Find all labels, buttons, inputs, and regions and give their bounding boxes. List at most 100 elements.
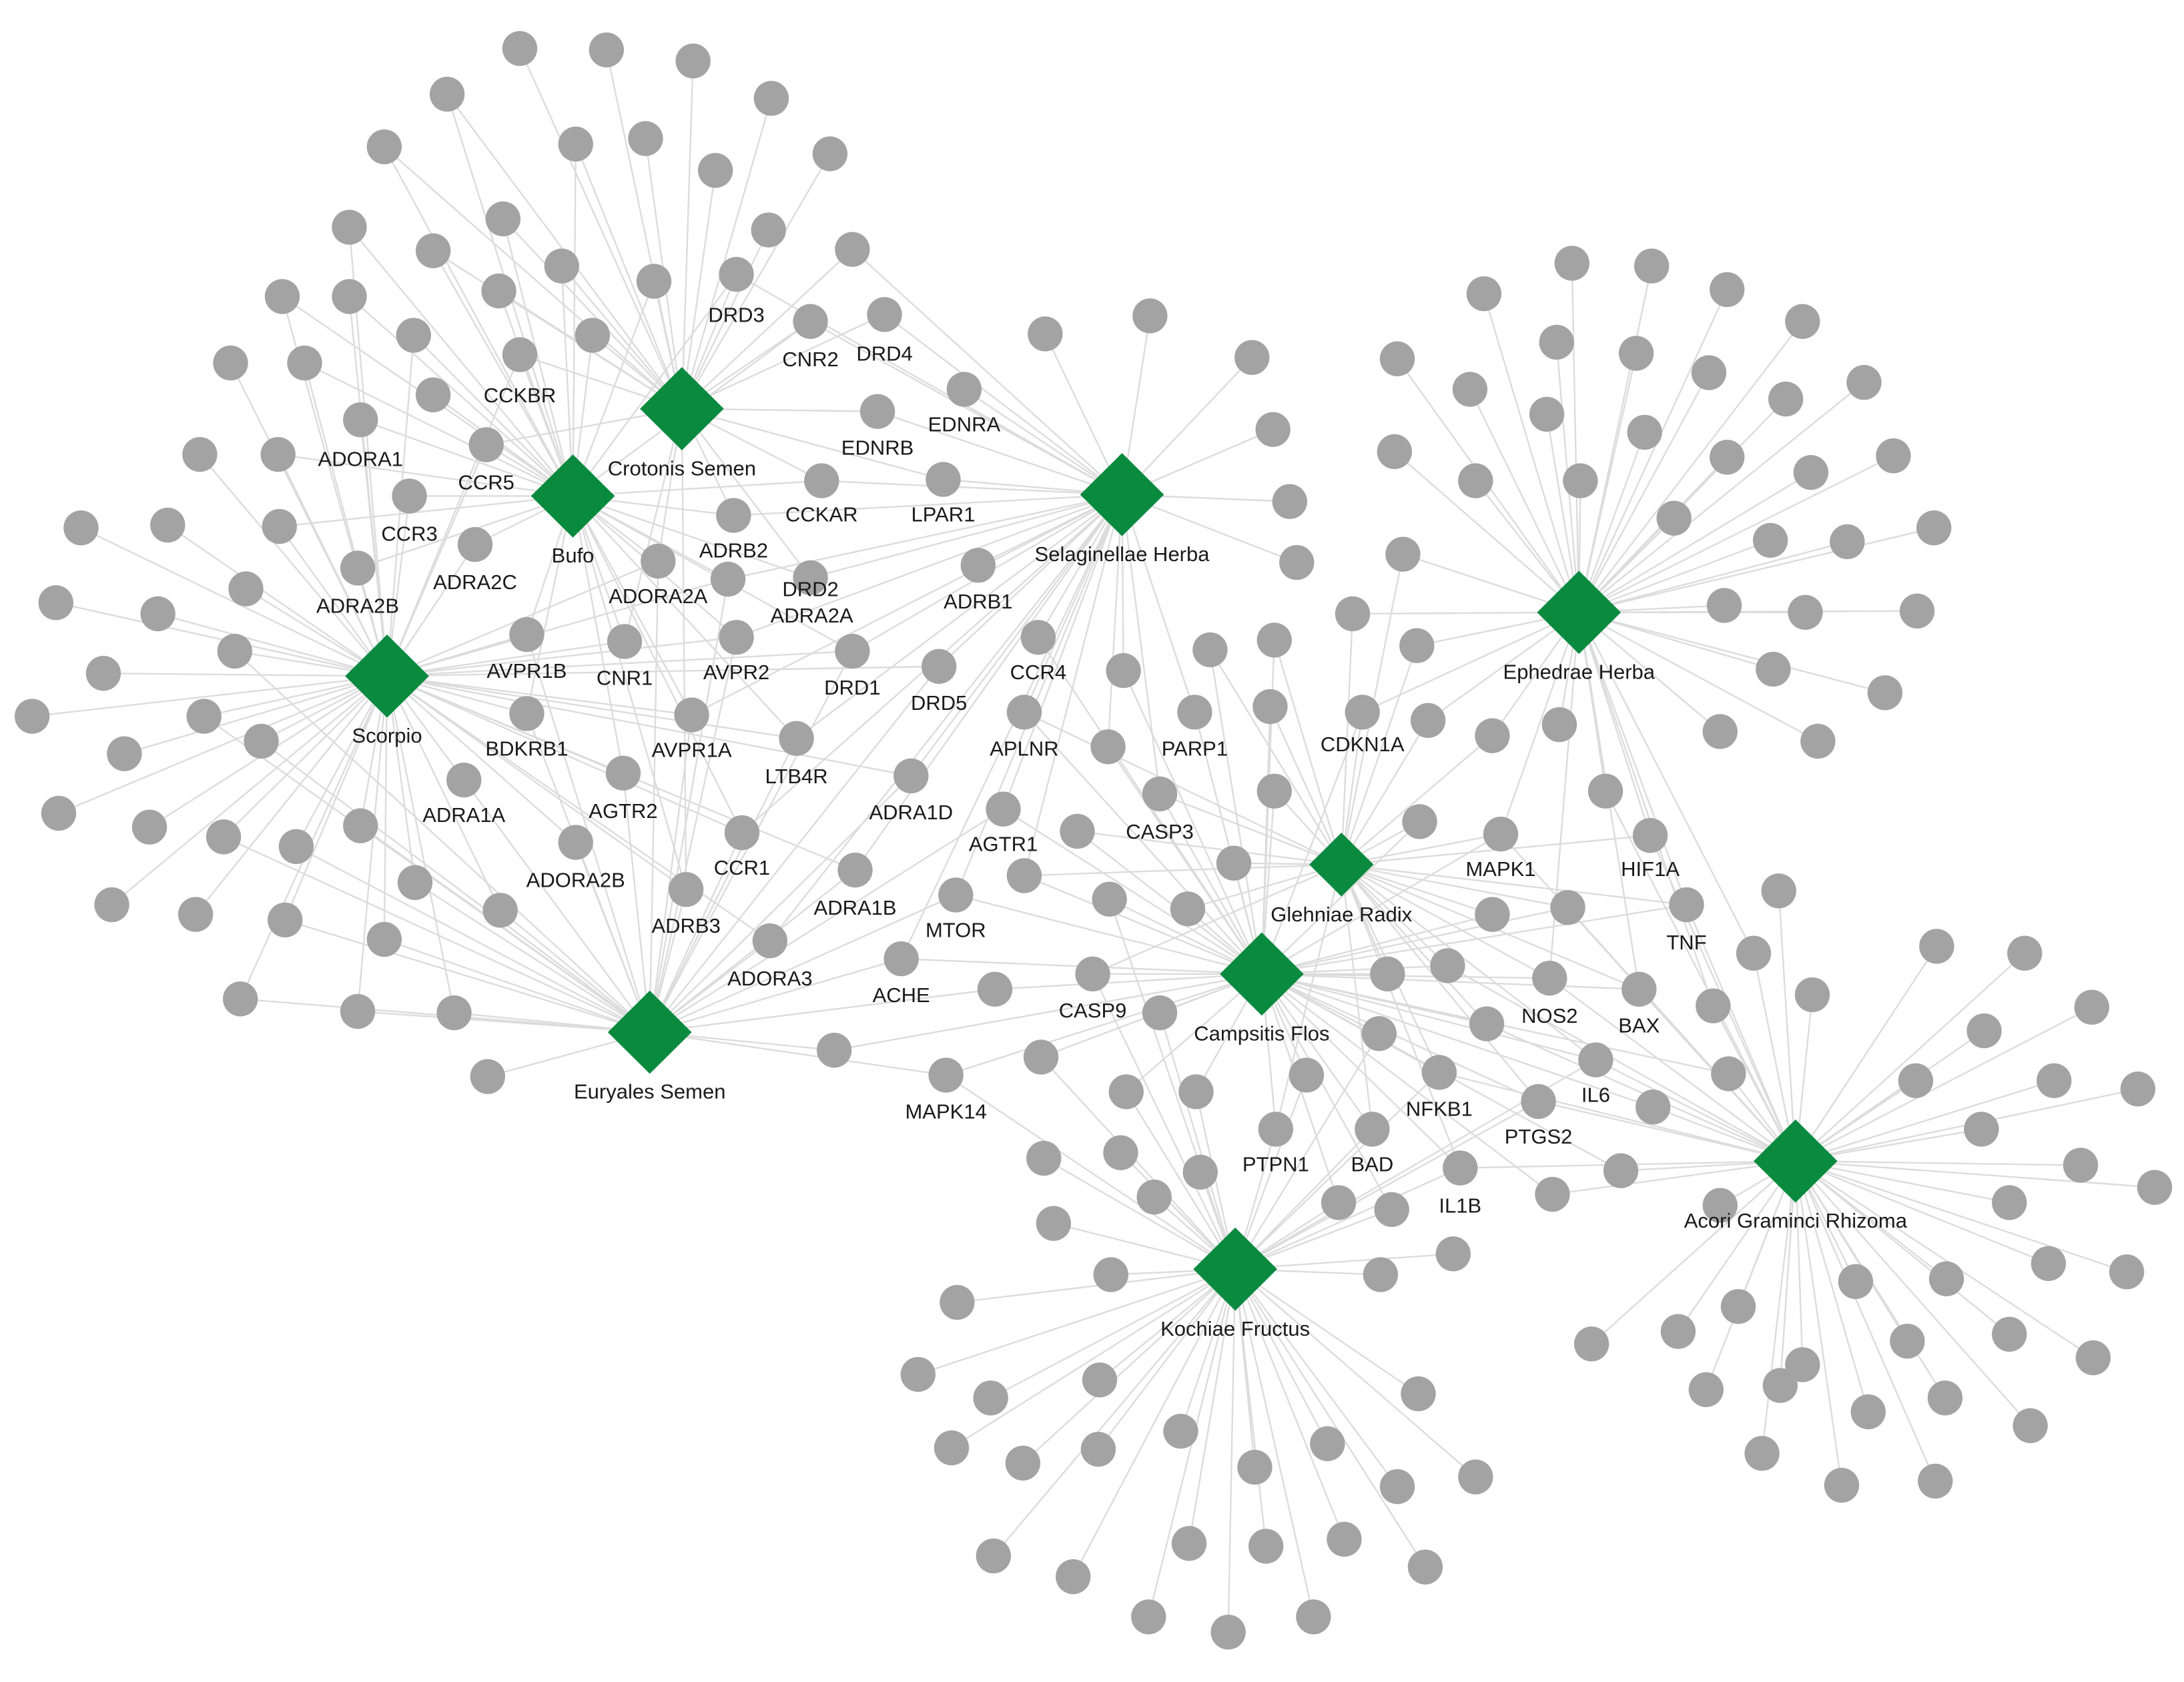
target-node[interactable] [1361,1015,1397,1052]
target-node[interactable] [2063,1148,2099,1183]
target-node[interactable] [14,699,50,734]
target-node[interactable] [1410,703,1446,739]
target-node[interactable] [1385,536,1421,572]
target-node[interactable] [107,736,142,771]
target-node[interactable] [1234,340,1270,375]
target-node[interactable] [1092,881,1127,917]
target-node[interactable] [415,377,451,413]
target-node[interactable] [340,993,376,1029]
target-node[interactable] [1171,1526,1207,1561]
target-node[interactable] [1890,1323,1925,1359]
target-node[interactable] [1688,1372,1724,1408]
target-node[interactable] [2074,989,2109,1025]
target-node[interactable] [1660,1314,1696,1349]
target-node[interactable] [1335,596,1371,632]
target-node[interactable] [1762,1368,1798,1403]
target-node[interactable] [1005,1445,1041,1481]
target-node[interactable] [1919,929,1954,964]
target-node[interactable] [1182,1154,1218,1190]
herb-node-selaginellae-herba[interactable] [1080,453,1164,536]
target-node[interactable] [1056,1559,1091,1595]
target-node[interactable] [1237,1449,1272,1485]
target-node[interactable] [1452,372,1488,407]
target-node[interactable] [1850,1394,1886,1430]
target-node-ptgs2[interactable] [1521,1084,1556,1120]
target-node-ccr5[interactable] [468,427,504,462]
target-node[interactable] [977,971,1013,1007]
target-node[interactable] [429,77,465,112]
target-node[interactable] [1103,1135,1138,1170]
target-node[interactable] [1992,1316,2027,1352]
target-node[interactable] [1106,653,1141,689]
target-node[interactable] [1736,935,1772,971]
target-node[interactable] [278,829,314,864]
target-node[interactable] [900,1356,936,1392]
target-node[interactable] [1541,707,1577,743]
target-node[interactable] [1618,336,1654,371]
target-node[interactable] [1927,1380,1963,1416]
target-node[interactable] [1635,1090,1671,1125]
target-node[interactable] [575,318,611,353]
target-node-adrb1[interactable] [960,548,996,583]
herb-node-ephedrae-herba[interactable] [1537,570,1621,655]
target-node[interactable] [1603,1153,1639,1188]
target-node[interactable] [1399,628,1435,663]
target-node[interactable] [264,279,300,314]
target-node[interactable] [1379,341,1415,377]
target-node[interactable] [812,136,848,171]
target-node[interactable] [1627,414,1662,450]
target-node[interactable] [1430,948,1465,983]
target-node[interactable] [1824,1467,1860,1503]
target-node[interactable] [1898,1063,1934,1098]
target-node-il6[interactable] [1578,1042,1613,1078]
target-node[interactable] [544,248,579,284]
target-node-drd1[interactable] [835,633,870,669]
target-node[interactable] [268,902,303,938]
herb-node-euryales-semen[interactable] [607,990,692,1074]
target-node[interactable] [2007,935,2043,971]
target-node[interactable] [1036,1206,1072,1241]
target-node[interactable] [973,1380,1008,1416]
target-node[interactable] [1458,1459,1493,1495]
target-node[interactable] [436,995,472,1031]
target-node[interactable] [2109,1254,2145,1290]
target-node-agtr1[interactable] [986,791,1021,827]
target-node-lpar1[interactable] [926,462,961,497]
target-node[interactable] [2013,1408,2048,1444]
target-node[interactable] [1279,544,1315,580]
target-node-casp3[interactable] [1142,776,1178,812]
target-node-tnf[interactable] [1669,887,1704,923]
target-node[interactable] [1192,632,1228,668]
target-node[interactable] [835,232,870,267]
target-node[interactable] [415,233,451,269]
target-node[interactable] [94,887,129,923]
target-node-adora1[interactable] [343,402,378,438]
target-node[interactable] [628,121,663,156]
target-node[interactable] [1363,1257,1399,1292]
target-node-drd4[interactable] [867,297,902,332]
target-node[interactable] [1475,718,1510,753]
target-node[interactable] [1377,434,1413,470]
target-node[interactable] [1867,675,1903,711]
target-node[interactable] [228,571,264,606]
target-node[interactable] [1178,1074,1214,1110]
target-node-cdkn1a[interactable] [1345,695,1380,730]
target-node[interactable] [396,318,432,353]
target-node[interactable] [1992,1185,2027,1220]
target-node-avpr2[interactable] [719,620,754,655]
target-node-bdkrb1[interactable] [509,696,544,731]
target-node-bax[interactable] [1621,971,1657,1007]
target-node-adra1a[interactable] [446,762,482,798]
target-node-cckbr[interactable] [502,337,538,372]
target-node-nos2[interactable] [1532,960,1567,996]
target-node[interactable] [1090,729,1126,765]
target-node-adra1d[interactable] [893,758,929,794]
target-node[interactable] [1846,364,1882,400]
target-node[interactable] [751,212,786,248]
target-node[interactable] [1248,1529,1284,1564]
target-node[interactable] [1402,804,1437,839]
target-node[interactable] [1899,593,1935,628]
target-node-adora2b[interactable] [558,825,593,860]
target-node[interactable] [1633,248,1670,284]
target-node-ednrb[interactable] [859,394,895,429]
